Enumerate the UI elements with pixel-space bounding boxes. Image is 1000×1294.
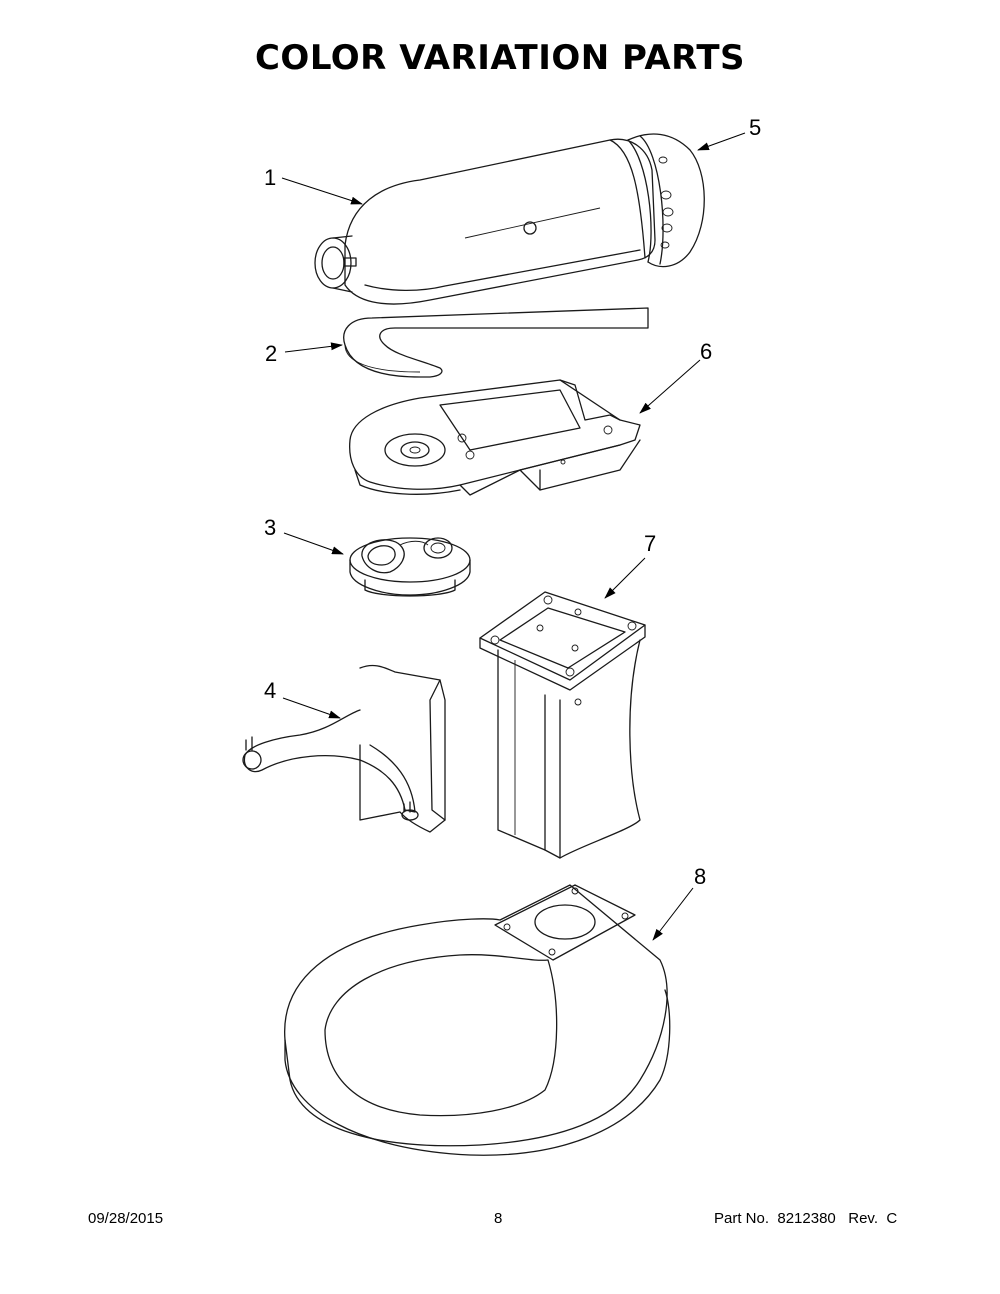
part-7-pedestal-column — [479, 591, 646, 859]
page-title: COLOR VARIATION PARTS — [254, 38, 746, 78]
footer-page-number: 8 — [494, 1210, 503, 1227]
part-1-motor-housing — [314, 138, 656, 305]
part-4-hinge-bracket — [242, 664, 446, 833]
part-8-base — [284, 884, 671, 1156]
footer-part-number: Part No. 8212380 Rev. C — [714, 1210, 898, 1227]
callout-7: 7 — [644, 531, 657, 556]
callout-8: 8 — [694, 864, 707, 889]
callout-5: 5 — [749, 115, 762, 140]
part-6-gear-housing — [349, 379, 641, 496]
callout-leaders — [281, 132, 746, 941]
callout-2: 2 — [265, 341, 278, 366]
part-2-band — [343, 307, 649, 378]
footer-date: 09/28/2015 — [88, 1210, 164, 1227]
callout-3: 3 — [264, 515, 277, 540]
callout-6: 6 — [700, 339, 713, 364]
part-5-rear-cover — [627, 133, 705, 268]
part-3-planetary-cover — [349, 537, 471, 597]
callout-1: 1 — [264, 165, 277, 190]
callout-4: 4 — [264, 678, 277, 703]
